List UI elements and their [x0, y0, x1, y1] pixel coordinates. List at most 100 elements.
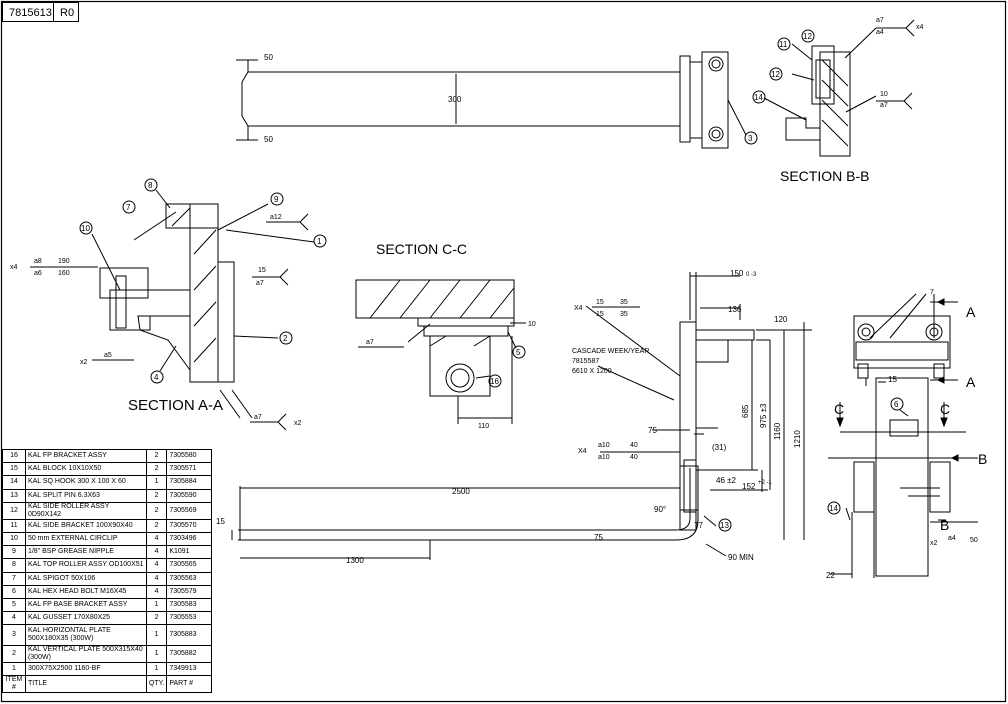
bom-part-number: 7305580 [166, 448, 212, 464]
weld-35a: 35 [620, 299, 628, 306]
balloon-4 [150, 370, 164, 384]
weld-15-c: 15 [258, 267, 266, 274]
bom-title: KAL SQ HOOK 300 X 100 X 60 [24, 475, 147, 490]
bom-item-number: 7 [2, 571, 26, 586]
bom-title: KAL SPIGOT 50X106 [24, 571, 147, 586]
dim-75b: 75 [594, 533, 603, 542]
weld-a7-c: a7 [256, 280, 264, 287]
balloon-2-label: 2 [283, 334, 288, 343]
bom-qty: 4 [145, 584, 168, 599]
weld-a6: a6 [34, 270, 42, 277]
bom-part-number: 7305569 [166, 501, 212, 520]
balloon-12a [801, 29, 815, 43]
section-aa-drawing [91, 189, 315, 419]
revision: R0 [53, 2, 79, 22]
weld-x2-bot: x2 [294, 420, 302, 427]
dim-top-50b: 50 [264, 135, 273, 144]
weld-10: 10 [880, 91, 888, 98]
balloon-6-label: 6 [894, 400, 899, 409]
fork-top-view [236, 51, 758, 149]
dim-136: 136 [728, 305, 742, 314]
weld-a5: a5 [104, 352, 112, 359]
bom-qty: 1 [145, 624, 168, 647]
bom-item-number: 15 [2, 462, 26, 477]
bom-item-number: 10 [2, 531, 26, 547]
section-mark-b-bot: B [940, 517, 949, 533]
balloon-3-label: 3 [748, 134, 753, 143]
bom-title: KAL SIDE ROLLER ASSY 0D90X142 [24, 501, 147, 520]
bom-item-number: 11 [2, 518, 26, 533]
dim-31: (31) [712, 443, 727, 452]
balloon-7 [122, 200, 136, 214]
weld-x2-r: x2 [930, 540, 938, 547]
balloon-9-label: 9 [274, 195, 279, 204]
drawing-number: 7815613 [2, 2, 54, 22]
bom-header-part-number: PART # [166, 675, 212, 694]
section-mark-b-right: B [978, 451, 987, 467]
bom-item-number: 9 [2, 545, 26, 560]
bom-part-number: 7305883 [166, 624, 212, 647]
bom-part-number: 7305590 [166, 488, 212, 503]
bom-qty: 4 [145, 545, 168, 560]
dim-120: 120 [774, 315, 788, 324]
bom-qty: 1 [145, 475, 168, 490]
dim-front-22: 22 [826, 571, 835, 580]
balloon-1 [313, 234, 327, 248]
dim-2500: 2500 [452, 487, 470, 496]
section-bb-title: SECTION B-B [780, 168, 869, 184]
bom-title: KAL FP BRACKET ASSY [24, 448, 147, 464]
section-mark-c-right: C [940, 401, 950, 417]
weld-x4-40: X4 [578, 448, 587, 455]
bom-part-number: 7305583 [166, 597, 212, 613]
bom-item-number: 13 [2, 488, 26, 503]
bom-title: KAL VERTICAL PLATE 500X315X40 (300W) [24, 645, 147, 664]
bom-item-number: 12 [2, 501, 26, 520]
bom-title: KAL GUSSET 170X80X25 [24, 611, 147, 626]
bom-item-number: 14 [2, 475, 26, 490]
bom-title: 300X75X2500 1160-BF [24, 662, 147, 677]
weld-a7-cc: a7 [366, 339, 374, 346]
bom-item-number: 1 [2, 662, 26, 677]
bom-qty: 1 [145, 597, 168, 613]
dim-1300: 1300 [346, 556, 364, 565]
dim-1160: 1160 [773, 422, 782, 440]
bom-part-number: 7303496 [166, 531, 212, 547]
cascade-note: CASCADE WEEK/YEAR [572, 348, 649, 355]
dim-top-300: 300 [448, 95, 462, 104]
weld-a4-top: a4 [876, 29, 884, 36]
bom-qty: 2 [145, 501, 168, 520]
dim-152: 152 [742, 482, 756, 491]
bom-part-number: 7349913 [166, 662, 212, 677]
weld-40a: 40 [630, 442, 638, 449]
bom-item-number: 2 [2, 645, 26, 664]
weld-7-r: 7 [930, 289, 934, 296]
fork-side-view [231, 272, 812, 560]
balloon-10 [79, 221, 93, 235]
section-bb-drawing [763, 27, 877, 157]
dim-top-50a: 50 [264, 53, 273, 62]
balloon-3 [744, 131, 758, 145]
bom-part-number: K1091 [166, 545, 212, 560]
bom-qty: 4 [145, 558, 168, 573]
balloon-8-label: 8 [148, 181, 153, 190]
weld-x4-top: x4 [916, 24, 924, 31]
balloon-15 [827, 501, 841, 515]
dim-46: 46 ±2 [716, 476, 737, 485]
balloon-7-label: 7 [126, 203, 131, 212]
balloon-8 [144, 178, 158, 192]
cascade-size: 6610 X 1200 [572, 368, 612, 375]
bom-part-number: 7305579 [166, 584, 212, 599]
dim-cc-110: 110 [478, 423, 489, 430]
